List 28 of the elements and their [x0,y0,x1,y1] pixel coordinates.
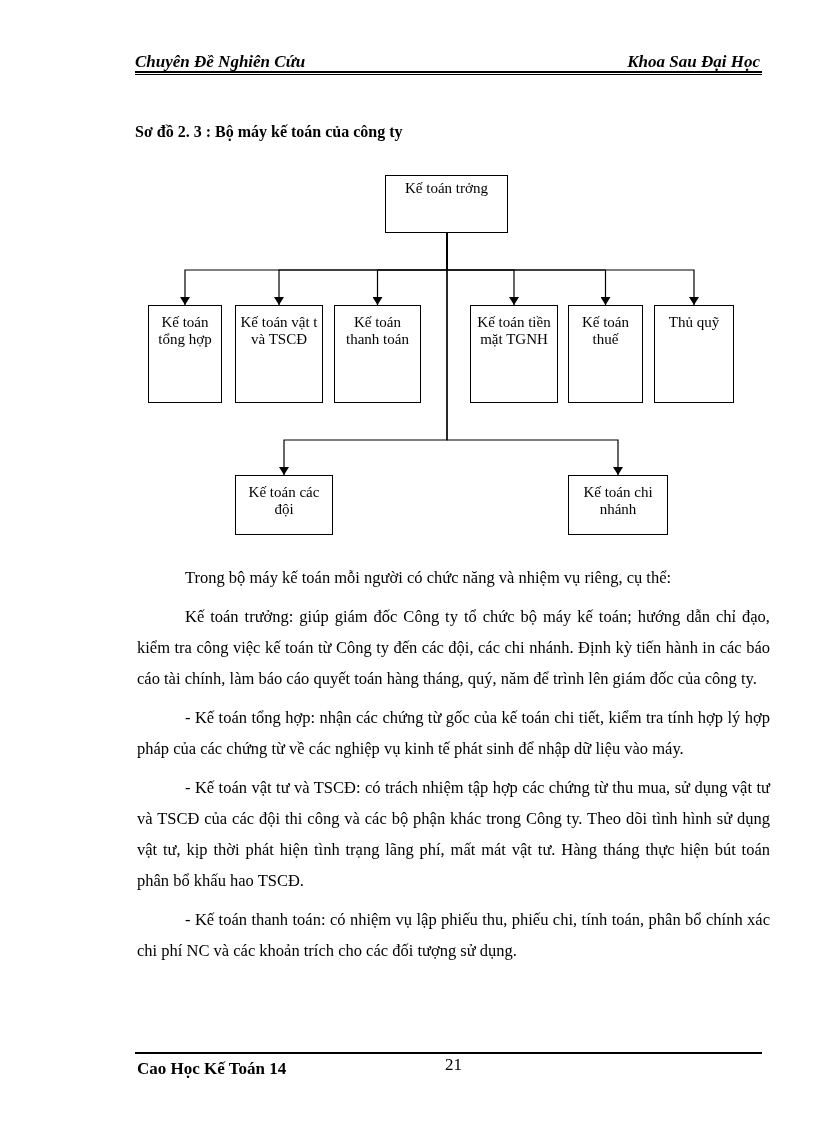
box-label: Kế toán thanh toán [345,314,410,348]
header-text: Chuyên Đề Nghiên Cứu [135,51,306,73]
header-text: Khoa Sau Đại Học [627,51,760,73]
org-box [235,305,323,403]
org-box [148,305,222,403]
body-paragraph: Kế toán trưởng: giúp giám đốc Công ty tổ chức bộ máy kế toán; hướng dẫn chỉ đạo, kiểm tra công việc kế toán từ Công ty đến các đội, các chi nhánh. Định kỳ tiến hành in các báo cáo tài chính, làm báo cáo quyết toán hàng tháng, quý, năm để trình lên giám đốc của công ty. [137,606,770,690]
org-box [470,305,558,403]
body-paragraph: - Kế toán tổng hợp: nhận các chứng từ gốc của kế toán chi tiết, kiểm tra tính hợp lý hợp pháp của các chứng từ về các nghiệp vụ kinh tế phát sinh để nhập dữ liệu vào máy. [137,707,770,760]
body-paragraph: - Kế toán vật tư và TSCĐ: có trách nhiệm tập hợp các chứng từ thu mua, sử dụng vật tư và TSCĐ của các đội thi công và các bộ phận khác trong Công ty. Theo dõi tình hình sử dụng vật tư, kịp thời phát hiện tình trạng lãng phí, mất mát vật tư. Hàng tháng thực hiện bút toán phân bổ khấu hao TSCĐ. [137,777,770,892]
org-box [235,475,333,535]
box-label: Thủ quỹ [668,314,720,331]
org-box [385,175,508,233]
box-label: Kế toán trởng [405,180,488,197]
org-box [568,475,668,535]
box-label: Kế toán tiền mặt TGNH [476,314,552,348]
box-label: Kế toán vật t và TSCĐ [240,314,318,348]
body-paragraph: Trong bộ máy kế toán mỗi người có chức năng và nhiệm vụ riêng, cụ thể: [184,567,673,589]
box-label: Kế toán các đội [247,484,321,518]
body-paragraph: - Kế toán thanh toán: có nhiệm vụ lập phiếu thu, phiếu chi, tính toán, phân bổ chính xác chi phí NC và các khoản trích cho các đối tượng sử dụng. [137,909,770,962]
diagram-title: Sơ đồ 2. 3 : Bộ máy kế toán của công ty [135,122,403,143]
org-box [334,305,421,403]
page-number: 21 [445,1054,462,1076]
footer-text: Cao Học Kế Toán 14 [137,1058,287,1080]
box-label: Kế toán thuế [580,314,631,348]
box-label: Kế toán chi nhánh [582,484,654,518]
org-box [568,305,643,403]
org-box [654,305,734,403]
box-label: Kế toán tổng hợp [157,314,213,348]
